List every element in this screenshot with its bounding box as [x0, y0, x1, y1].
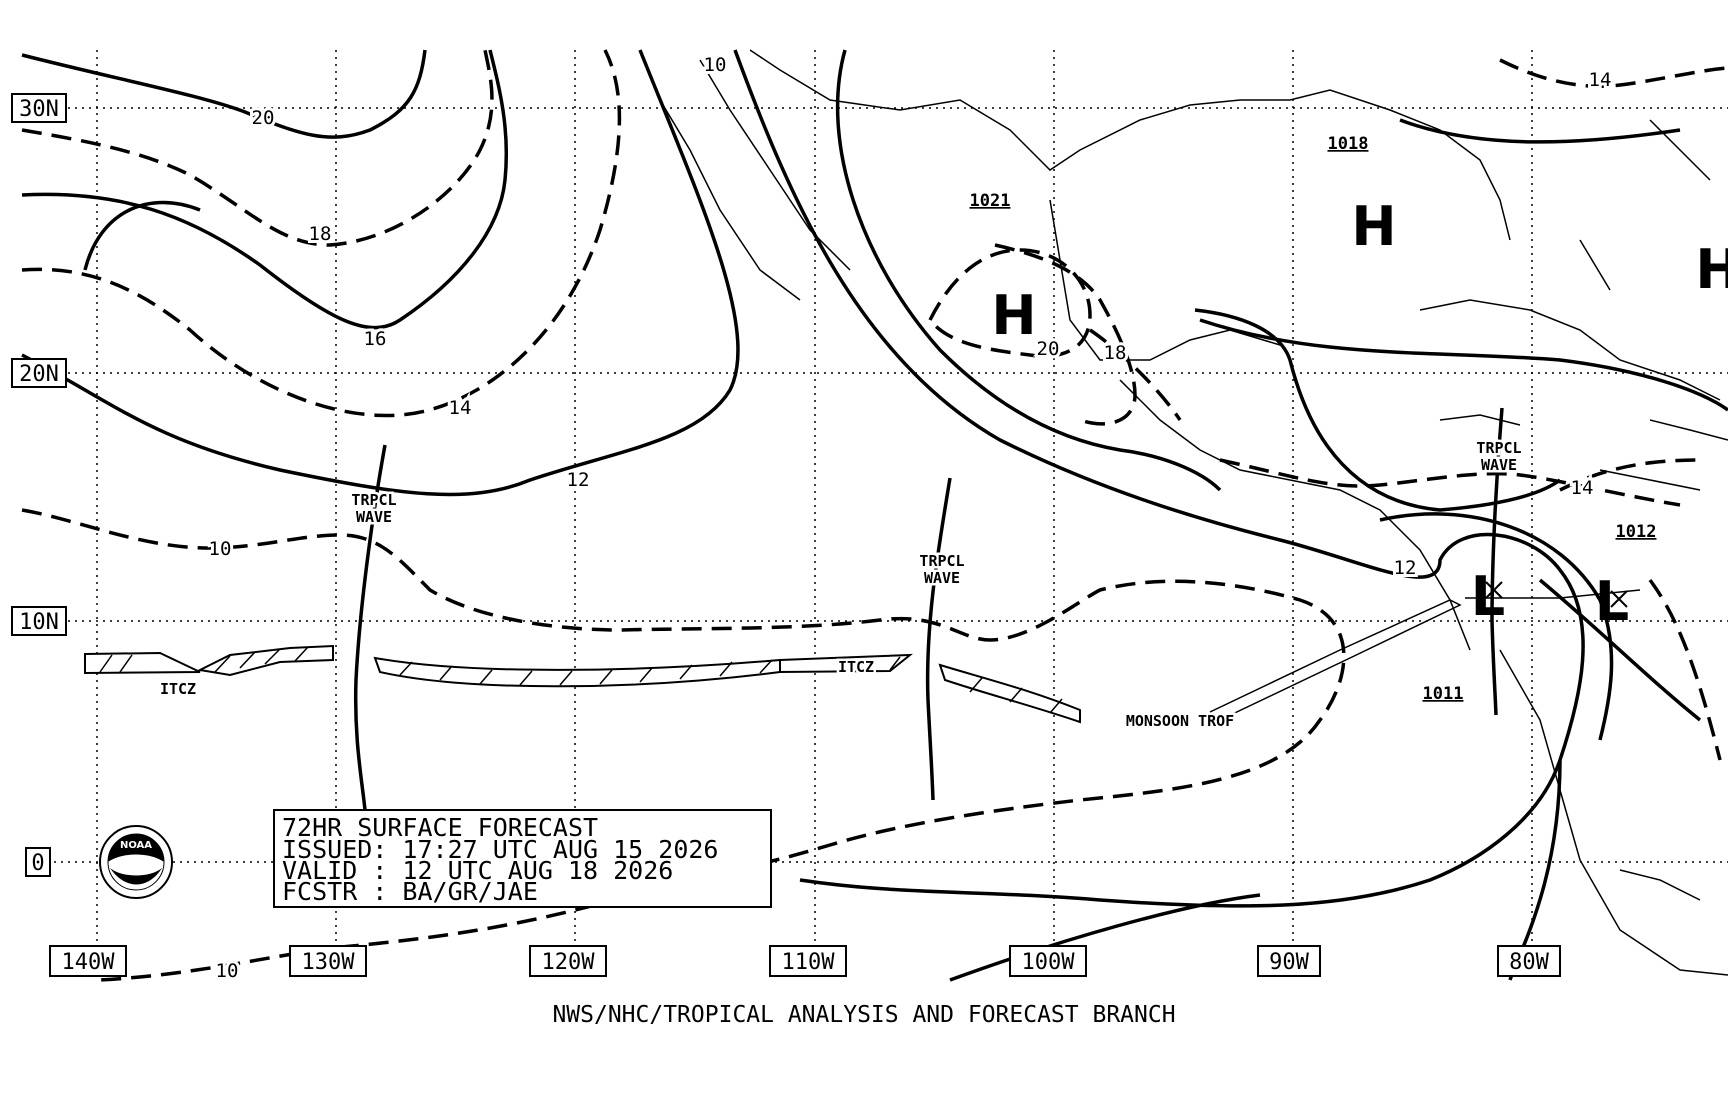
tropical-wave-label: TRPCL — [919, 552, 964, 570]
tropical-wave-label: WAVE — [1481, 456, 1517, 474]
forecast-issued: ISSUED: 17:27 UTC AUG 15 2026 — [282, 835, 719, 864]
itcz-label: ITCZ — [838, 658, 874, 676]
lon-label-140w: 140W — [62, 950, 116, 975]
tropical-wave-label: TRPCL — [351, 491, 396, 509]
lon-label-90w: 90W — [1269, 950, 1309, 975]
lon-label-130w: 130W — [302, 950, 356, 975]
forecast-info-box: 72HR SURFACE FORECAST ISSUED: 17:27 UTC … — [273, 809, 772, 908]
isobar-label: 14 — [1589, 69, 1612, 91]
latitude-axis: 30N 20N 10N 0 — [11, 93, 67, 877]
noaa-logo-text: NOAA — [120, 840, 152, 851]
isobars-dashed — [21, 49, 1728, 982]
pressure-value: 1012 — [1616, 522, 1657, 542]
itcz-bands — [84, 644, 1081, 724]
isobar-label: 20 — [252, 107, 275, 129]
isobar-label: 18 — [309, 223, 332, 245]
itcz-label: ITCZ — [160, 680, 196, 698]
low-pressure-symbol: L — [1595, 570, 1629, 633]
lat-label-20n: 20N — [19, 362, 59, 387]
feature-labels: TRPCL WAVE TRPCL WAVE TRPCL WAVE ITCZ IT… — [157, 437, 1524, 733]
noaa-logo: NOAA — [99, 825, 173, 899]
tropical-wave-label: WAVE — [924, 569, 960, 587]
isobar-label: 10 — [216, 960, 239, 982]
forecast-valid: VALID : 12 UTC AUG 18 2026 — [282, 856, 673, 885]
isobar-label: 16 — [364, 328, 387, 350]
lon-label-120w: 120W — [542, 950, 596, 975]
isobar-label: 20 — [1037, 338, 1060, 360]
lon-label-80w: 80W — [1509, 950, 1549, 975]
isobar-label: 14 — [1571, 477, 1594, 499]
pressure-centers: H 1021 H 1018 H L 1011 L 1012 — [970, 134, 1728, 704]
isobar-label: 10 — [209, 538, 232, 560]
forecast-forecaster: FCSTR : BA/GR/JAE — [282, 877, 538, 906]
low-center-marker — [1485, 581, 1628, 608]
isobar-labels: 20 18 16 14 12 10 10 10 20 18 14 12 14 — [206, 51, 1615, 985]
pressure-value: 1018 — [1328, 134, 1369, 154]
isobar-label: 12 — [567, 469, 590, 491]
high-pressure-symbol: H — [991, 284, 1036, 347]
lon-label-110w: 110W — [782, 950, 836, 975]
longitude-axis: 140W 130W 120W 110W 100W 90W 80W — [49, 945, 1561, 977]
lat-label-30n: 30N — [19, 97, 59, 122]
lat-label-10n: 10N — [19, 610, 59, 635]
lon-label-100w: 100W — [1022, 950, 1076, 975]
tropical-wave-label: TRPCL — [1476, 439, 1521, 457]
isobar-label: 18 — [1104, 342, 1127, 364]
isobars-solid — [21, 49, 1728, 982]
isobar-label: 10 — [704, 54, 727, 76]
monsoon-trough-label: MONSOON TROF — [1126, 712, 1234, 730]
credit-line: NWS/NHC/TROPICAL ANALYSIS AND FORECAST B… — [552, 1002, 1175, 1028]
isobar-label: 12 — [1394, 557, 1417, 579]
tropical-waves — [353, 407, 1504, 811]
itcz-hatching — [99, 646, 1063, 714]
lat-label-0: 0 — [31, 851, 44, 876]
high-pressure-symbol: H — [1351, 195, 1396, 258]
high-pressure-symbol: H — [1695, 238, 1728, 301]
forecast-title: 72HR SURFACE FORECAST — [282, 813, 598, 842]
isobar-label: 14 — [449, 397, 472, 419]
tropical-wave-label: WAVE — [356, 508, 392, 526]
pressure-value: 1021 — [970, 191, 1011, 211]
pressure-value: 1011 — [1423, 684, 1464, 704]
